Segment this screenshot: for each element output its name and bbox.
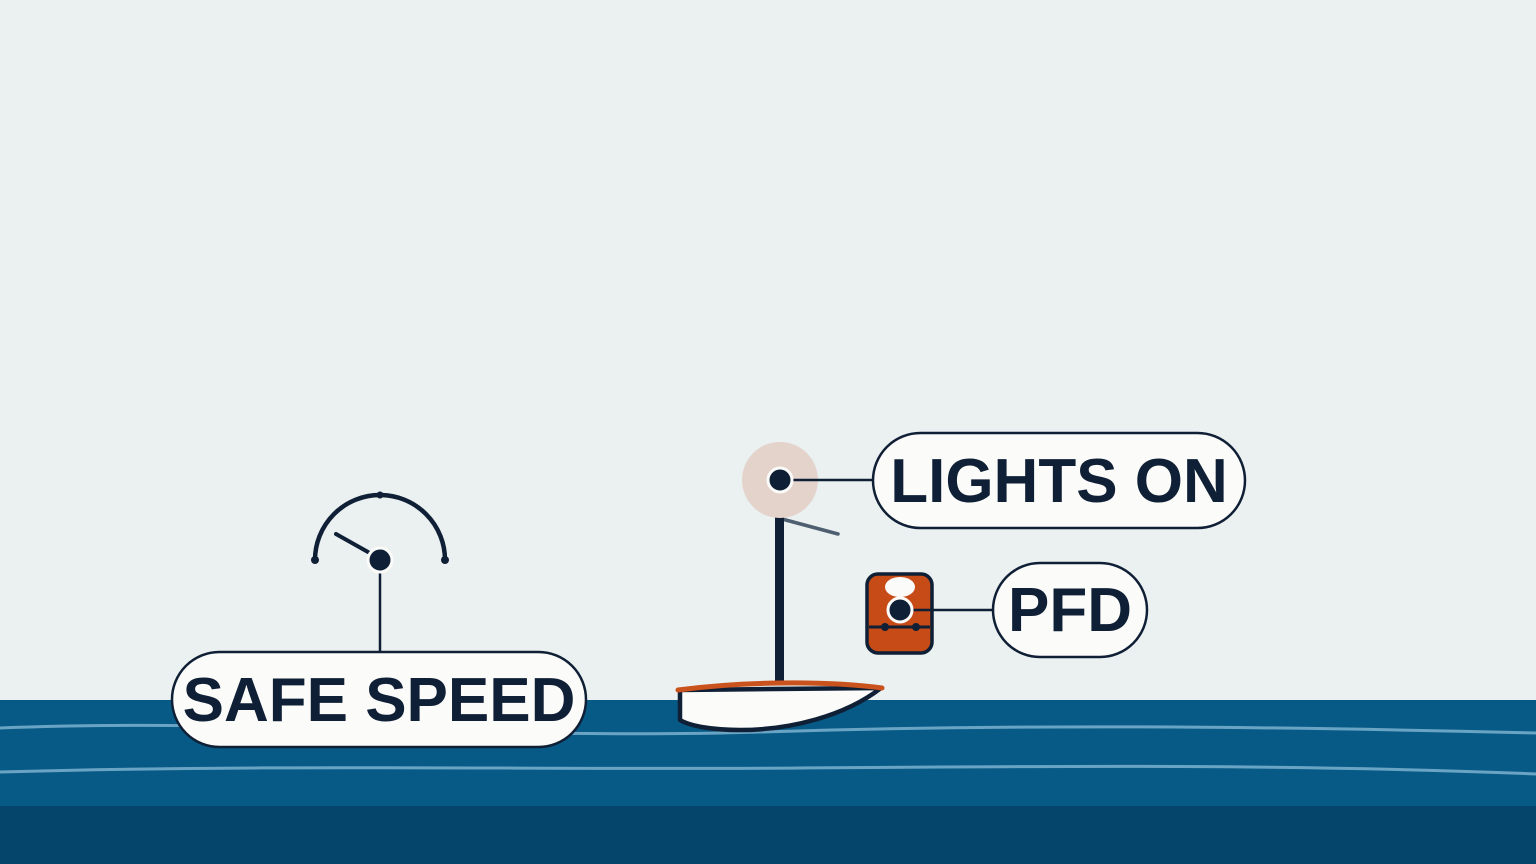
lights-on-label: LIGHTS ON bbox=[871, 431, 1247, 530]
gauge-hub bbox=[366, 546, 394, 574]
safe-speed-text: SAFE SPEED bbox=[183, 666, 576, 735]
hull-trim bbox=[675, 680, 885, 693]
gauge-needle bbox=[334, 532, 370, 554]
sailboat-icon bbox=[675, 484, 885, 733]
safe-speed-label: SAFE SPEED bbox=[170, 650, 588, 749]
pfd-label: PFD bbox=[991, 561, 1149, 659]
life-jacket-icon bbox=[865, 572, 993, 655]
pfd-text: PFD bbox=[1008, 576, 1132, 645]
boom bbox=[780, 517, 840, 536]
pfd-dot bbox=[886, 596, 914, 624]
pfd-collar bbox=[885, 577, 915, 597]
mast bbox=[775, 484, 784, 684]
light-dot bbox=[766, 466, 794, 494]
lights-on-text: LIGHTS ON bbox=[890, 447, 1228, 516]
speed-gauge-icon bbox=[311, 491, 449, 652]
hull bbox=[677, 685, 884, 733]
wave-line-lower bbox=[0, 764, 1536, 776]
masthead-light-icon bbox=[742, 442, 874, 518]
